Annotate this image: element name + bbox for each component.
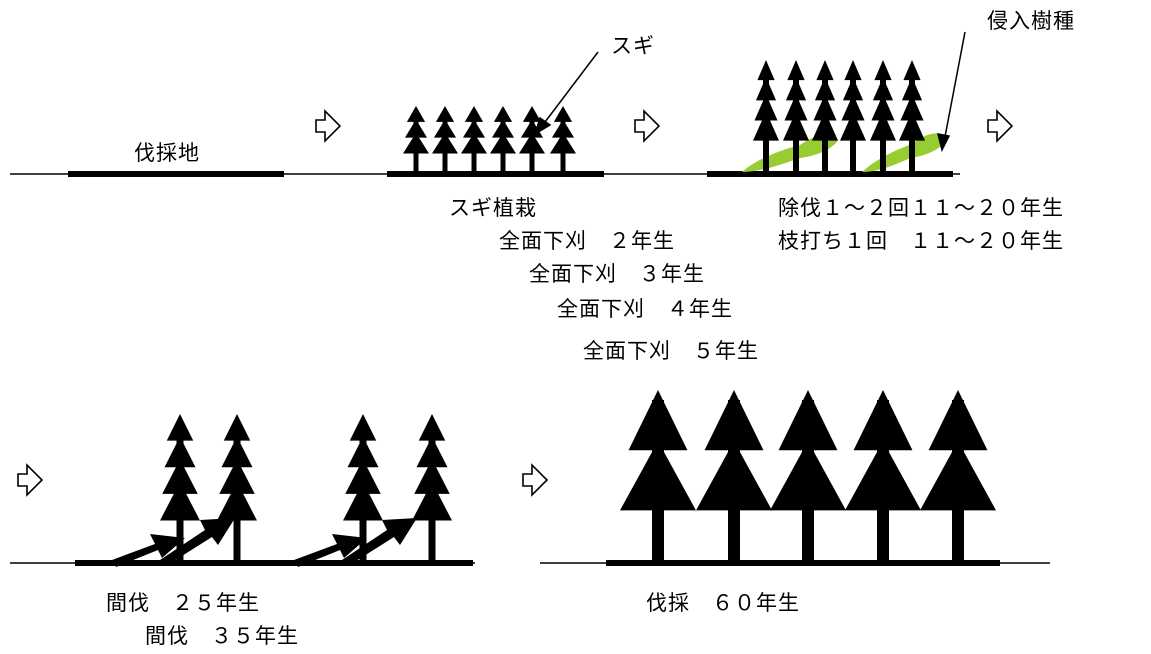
tree <box>217 414 257 562</box>
label-harvest: 伐採 ６０年生 <box>646 591 800 615</box>
thinned-trees <box>160 414 452 562</box>
label-weeding-3: 全面下刈 ３年生 <box>529 262 705 286</box>
label-pruning: 枝打ち１回 １１～２０年生 <box>778 229 1064 253</box>
tree <box>783 60 809 172</box>
mature-trees <box>620 390 996 562</box>
tree <box>550 106 576 172</box>
sugi-young-trees <box>753 60 925 172</box>
tree <box>770 390 846 562</box>
label-thinning-25: 間伐 ２５年生 <box>106 591 260 615</box>
right-arrow-icon <box>522 463 549 497</box>
thinning-arrow <box>294 534 367 567</box>
label-weeding-4: 全面下刈 ４年生 <box>557 297 733 321</box>
label-sugi: スギ <box>611 34 655 58</box>
thinning-arrow <box>160 518 235 566</box>
tree <box>403 106 429 172</box>
tree <box>920 390 996 562</box>
label-thinning-35: 間伐 ３５年生 <box>145 624 299 648</box>
label-cleaning: 除伐１～２回１１～２０年生 <box>778 196 1064 220</box>
tree <box>620 390 696 562</box>
tree <box>432 106 458 172</box>
tree <box>696 390 772 562</box>
pointer-arrowhead <box>533 116 552 136</box>
pointer-lines <box>533 31 966 153</box>
tree <box>870 60 896 172</box>
tree <box>519 106 545 172</box>
tree <box>812 60 838 172</box>
tree <box>753 60 779 172</box>
right-arrow-icon <box>987 109 1014 143</box>
thinning-arrow <box>112 534 185 567</box>
tree <box>412 414 452 562</box>
tree <box>845 390 921 562</box>
tree <box>343 414 383 562</box>
thinning-arrows <box>112 518 417 567</box>
label-weeding-5: 全面下刈 ５年生 <box>583 339 759 363</box>
right-arrow-icon <box>17 463 44 497</box>
label-clearcut-site: 伐採地 <box>134 141 200 165</box>
tree <box>461 106 487 172</box>
tree <box>490 106 516 172</box>
right-arrow-icon <box>315 109 342 143</box>
tree <box>840 60 866 172</box>
pointer-arrowhead <box>936 133 951 153</box>
tree <box>160 414 200 562</box>
flow-arrows <box>17 109 1014 497</box>
ground-lines <box>10 171 1050 566</box>
right-arrow-icon <box>634 109 661 143</box>
tree <box>899 60 925 172</box>
label-planting: スギ植栽 <box>449 196 537 220</box>
label-weeding-2: 全面下刈 ２年生 <box>499 229 675 253</box>
thinning-arrow <box>342 518 417 566</box>
label-invasive-species: 侵入樹種 <box>987 9 1075 33</box>
